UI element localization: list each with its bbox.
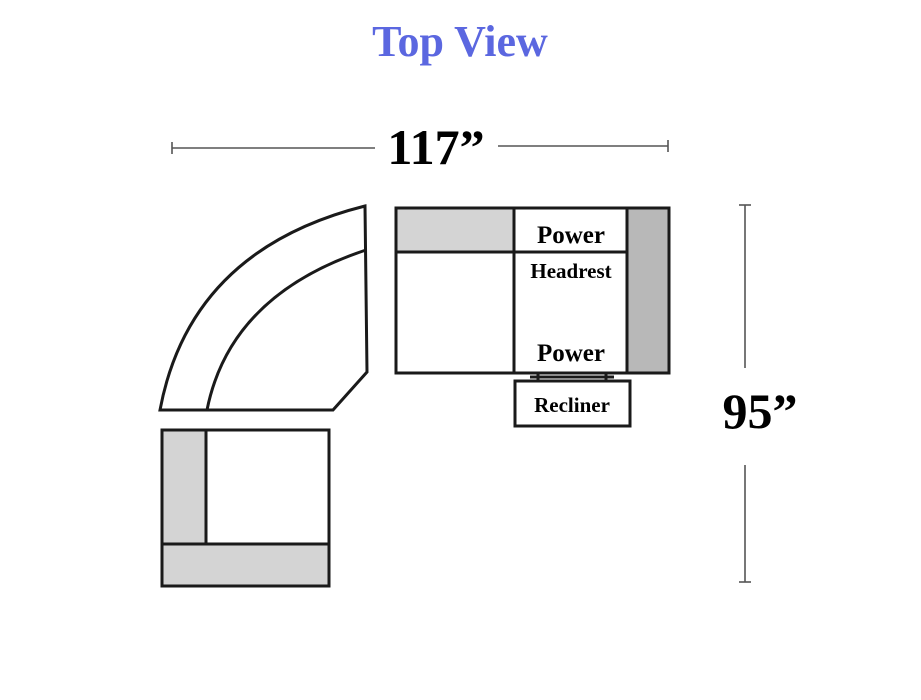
power-label-bottom: Power bbox=[537, 340, 605, 367]
armless-seat-cushion bbox=[394, 250, 516, 375]
left-end-seat-cushion bbox=[204, 428, 331, 546]
depth-dimension-label: 95” bbox=[723, 383, 798, 439]
power-label-top: Power bbox=[537, 222, 605, 249]
recliner-footrest bbox=[513, 379, 632, 428]
headrest-label: Headrest bbox=[530, 259, 611, 283]
curved-wedge-outline bbox=[158, 204, 369, 412]
right-section: Power Headrest Power Recliner bbox=[394, 206, 671, 428]
curved-wedge-seat-line bbox=[205, 248, 367, 411]
width-dimension: 117” bbox=[171, 119, 669, 175]
width-dimension-label: 117” bbox=[387, 119, 484, 175]
depth-dimension: 95” bbox=[723, 204, 798, 583]
recliner-label: Recliner bbox=[534, 393, 610, 417]
diagram-title: Top View bbox=[372, 17, 548, 66]
left-end-section bbox=[160, 428, 331, 588]
recliner-seat-cushion bbox=[512, 250, 629, 375]
right-arm bbox=[625, 206, 671, 375]
left-end-arm bbox=[160, 542, 331, 588]
left-end-back-cushion bbox=[160, 428, 208, 546]
armless-seat-back-cushion bbox=[394, 206, 516, 254]
curved-wedge-section bbox=[158, 204, 369, 412]
